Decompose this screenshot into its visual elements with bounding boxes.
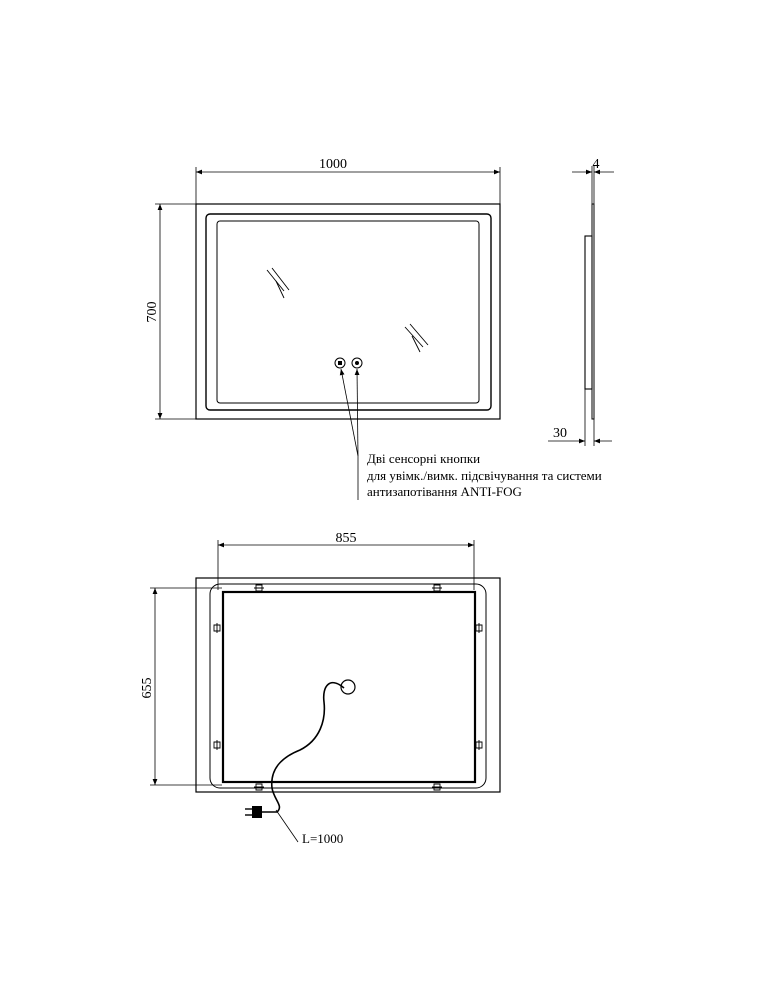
touch-button-right [351, 357, 363, 369]
leader-line-left [339, 368, 359, 457]
led-frame-outer [205, 213, 492, 411]
cable-leader-line [275, 809, 299, 843]
annotation-line-2: для увімк./вимк. підсвічування та систем… [367, 468, 602, 483]
touch-button-left [334, 357, 346, 369]
back-frame [209, 583, 487, 789]
cable-exit-grommet [340, 679, 356, 695]
back-height-dimension [150, 587, 222, 786]
height-dimension [155, 203, 196, 420]
back-width-label: 855 [336, 531, 357, 546]
leader-line-right [354, 368, 360, 457]
depth-dimension [548, 389, 612, 446]
mirror-outline [195, 203, 501, 420]
plug-icon [245, 806, 262, 818]
back-mirror-outline [195, 577, 501, 793]
depth-label: 30 [553, 426, 567, 441]
width-dimension [195, 167, 501, 204]
glass-reflection-mark [266, 267, 429, 353]
thickness-label: 4 [593, 157, 600, 172]
annotation-line-3: антизапотівання ANTI-FOG [367, 484, 522, 499]
back-height-label: 655 [140, 678, 155, 699]
thickness-dimension [572, 166, 614, 204]
back-width-dimension [217, 540, 475, 590]
back-view: L=1000 855 655 [140, 531, 501, 846]
power-cable [262, 682, 345, 813]
touch-buttons-annotation: Дві сенсорні кнопки для увімк./вимк. під… [357, 451, 602, 500]
annotation-line-1: Дві сенсорні кнопки [367, 451, 480, 466]
back-panel [221, 590, 477, 784]
front-view: 1000 700 [145, 157, 501, 457]
width-label: 1000 [319, 157, 347, 172]
side-frame [584, 235, 593, 390]
height-label: 700 [145, 302, 160, 323]
side-view: 4 30 [548, 157, 614, 446]
mounting-brackets [213, 584, 483, 791]
led-frame-inner [216, 220, 480, 404]
cable-length-label: L=1000 [302, 831, 343, 846]
